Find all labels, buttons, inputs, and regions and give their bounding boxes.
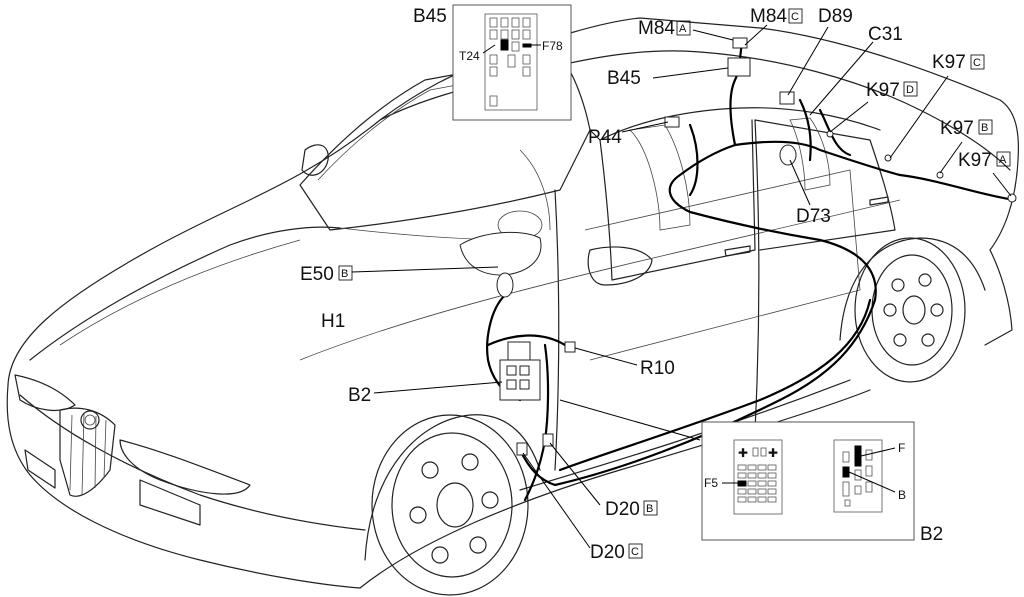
- b2-inset-title: B2: [920, 524, 943, 545]
- label-m84c-box: C: [791, 11, 799, 23]
- k97b-sensor-shape: [936, 171, 944, 179]
- label-c31: C31: [868, 24, 903, 45]
- wiring-harness: [486, 40, 1017, 502]
- d20c-connector-shape: [516, 442, 528, 456]
- r10-connector-shape: [564, 341, 576, 353]
- m84a-connector-shape: [732, 37, 748, 49]
- label-k97d-box: D: [906, 84, 914, 96]
- label-d20c-box: C: [631, 546, 639, 558]
- d73-connector-shape: [779, 144, 797, 166]
- label-k97a-box: A: [999, 154, 1007, 166]
- label-d89: D89: [818, 6, 853, 27]
- box-d20c: [628, 543, 643, 559]
- d20b-connector-shape: [542, 433, 554, 447]
- callout-labels: M84 A M84 C D89 C31 K97 C B45 K97 D P44 …: [300, 6, 1011, 563]
- box-k97a: [996, 151, 1011, 167]
- b-right-label: B: [898, 488, 906, 502]
- svg-text:✚: ✚: [768, 446, 778, 460]
- leader-lines: [351, 24, 1012, 549]
- box-k97c: [970, 54, 985, 70]
- k97c-sensor-shape: [884, 154, 892, 162]
- label-m84a-box: A: [679, 23, 687, 35]
- box-k97d: [903, 81, 918, 97]
- svg-text:✚: ✚: [738, 446, 748, 460]
- label-b45: B45: [607, 68, 641, 89]
- label-d73: D73: [796, 206, 831, 227]
- label-m84a: M84: [638, 18, 675, 39]
- label-k97b-box: B: [981, 122, 988, 134]
- label-b2: B2: [348, 385, 371, 406]
- box-m84c: [788, 8, 803, 24]
- label-e50b-box: B: [341, 268, 348, 280]
- label-k97d: K97: [866, 80, 900, 101]
- label-h1: H1: [321, 311, 345, 332]
- label-k97c: K97: [932, 52, 966, 73]
- b2-inset-panel: ✚ ✚ F5: [559, 399, 943, 545]
- box-m84a: [676, 20, 691, 36]
- k97a-sensor-shape: [1007, 193, 1017, 203]
- label-p44: P44: [588, 127, 622, 148]
- label-d20c: D20: [590, 542, 625, 563]
- b45-inset-panel: T24 F78 B45: [413, 4, 572, 121]
- box-k97b: [978, 119, 993, 135]
- car-outline: [6, 17, 1020, 589]
- t24-label: T24: [459, 49, 480, 63]
- label-k97a: K97: [958, 150, 992, 171]
- b45-inset-title: B45: [413, 6, 447, 27]
- front-wheel: [371, 414, 529, 596]
- label-k97c-box: C: [973, 57, 981, 69]
- box-e50b: [338, 265, 353, 281]
- label-k97b: K97: [940, 118, 974, 139]
- d89-connector-shape: [779, 91, 795, 105]
- label-e50b: E50: [300, 264, 334, 285]
- label-m84c: M84: [750, 6, 787, 27]
- f78-label: F78: [542, 39, 563, 53]
- label-r10: R10: [640, 358, 675, 379]
- e50b-connector-shape: [496, 272, 514, 298]
- b2-fusebox-shape: [499, 341, 541, 401]
- f5-label: F5: [704, 476, 718, 490]
- f-right-label: F: [898, 441, 905, 455]
- label-d20b-box: B: [646, 503, 653, 515]
- m84-connector-shape: [727, 57, 751, 77]
- k97d-sensor-shape: [826, 130, 834, 138]
- components: [459, 37, 1017, 456]
- label-d20b: D20: [605, 499, 640, 520]
- box-d20b: [643, 500, 658, 516]
- p44-connector-shape: [664, 116, 680, 128]
- e50-module-shape: [459, 231, 542, 276]
